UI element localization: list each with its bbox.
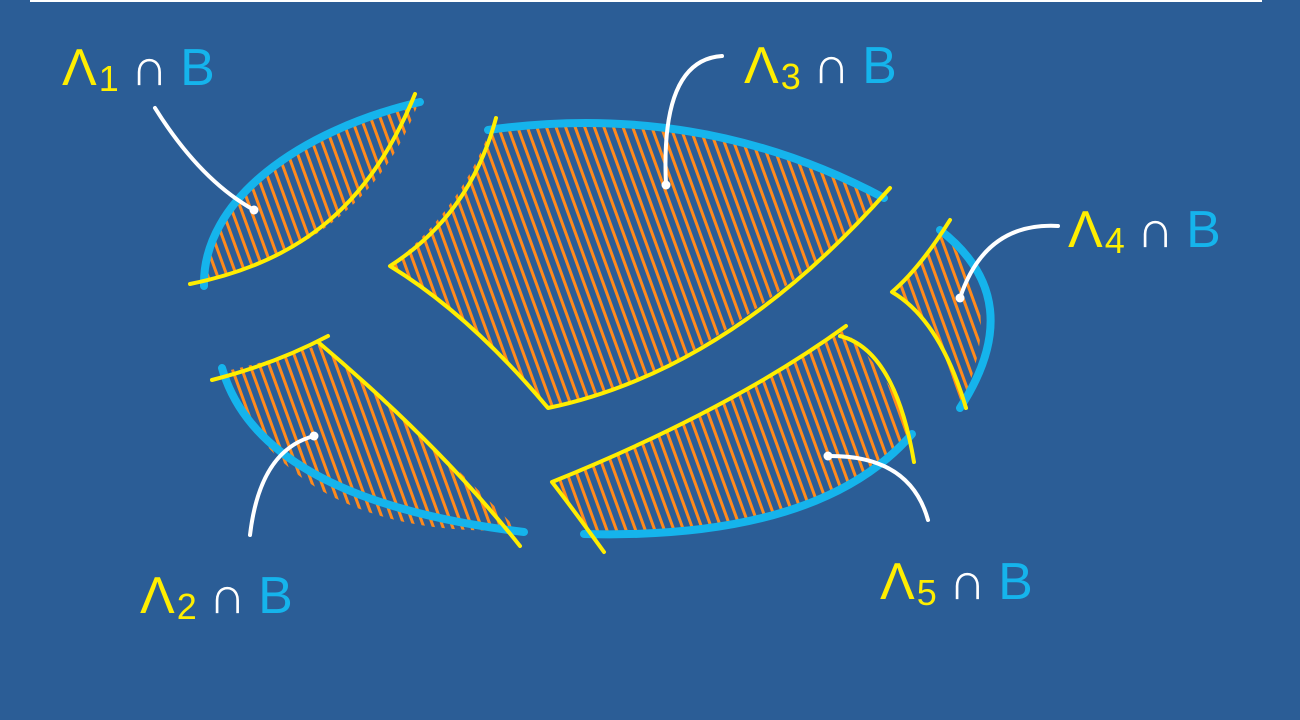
region-lambda3-cap-b bbox=[388, 116, 892, 410]
region-3-b-boundary bbox=[484, 118, 888, 202]
region-5-fill bbox=[556, 330, 912, 533]
label-3-symbol: Λ bbox=[744, 37, 781, 95]
region-4-b-boundary bbox=[936, 226, 995, 412]
label-4-intersection-op: ∩ bbox=[1136, 201, 1177, 259]
label-1-subscript: 1 bbox=[98, 58, 121, 99]
leader-dot-4 bbox=[955, 293, 965, 303]
label-2-subscript: 2 bbox=[176, 586, 199, 627]
label-5-set: B bbox=[998, 553, 1035, 611]
label-1-intersection-op: ∩ bbox=[130, 39, 171, 97]
region-4-partition-boundary bbox=[890, 218, 968, 410]
region-lambda2-cap-b bbox=[210, 334, 528, 548]
region-lambda1-cap-b bbox=[188, 92, 424, 290]
region-lambda5-cap-b bbox=[550, 324, 916, 554]
leader-dot-5 bbox=[823, 451, 833, 461]
label-1-symbol: Λ bbox=[62, 39, 99, 97]
label-lambda3-cap-b: Λ3∩B bbox=[744, 40, 899, 95]
leader-dot-3 bbox=[661, 180, 671, 190]
region-5-partition-boundary-right bbox=[838, 334, 916, 464]
label-lambda5-cap-b: Λ5∩B bbox=[880, 556, 1035, 611]
region-lambda4-cap-b bbox=[890, 218, 995, 412]
label-4-subscript: 4 bbox=[1104, 220, 1127, 261]
leader-dot-1 bbox=[249, 205, 259, 215]
label-5-symbol: Λ bbox=[880, 553, 917, 611]
label-lambda4-cap-b: Λ4∩B bbox=[1068, 204, 1223, 259]
region-2-b-boundary bbox=[218, 364, 528, 536]
leader-endpoints bbox=[249, 180, 965, 461]
region-3-fill bbox=[390, 122, 884, 408]
label-2-symbol: Λ bbox=[140, 567, 177, 625]
label-4-set: B bbox=[1186, 201, 1223, 259]
leader-line-5 bbox=[826, 453, 930, 522]
label-3-set: B bbox=[862, 37, 899, 95]
label-2-intersection-op: ∩ bbox=[208, 567, 249, 625]
region-1-fill bbox=[204, 104, 418, 282]
label-lambda2-cap-b: Λ2∩B bbox=[140, 570, 295, 625]
label-4-symbol: Λ bbox=[1068, 201, 1105, 259]
leader-line-4 bbox=[958, 223, 1060, 300]
region-2-partition-boundary-side bbox=[316, 340, 522, 548]
leader-dot-2 bbox=[309, 431, 319, 441]
region-3-partition-boundary bbox=[388, 116, 892, 410]
region-4-fill bbox=[894, 232, 981, 406]
label-lambda1-cap-b: Λ1∩B bbox=[62, 42, 217, 97]
leader-lines bbox=[153, 54, 1060, 537]
region-2-fill bbox=[222, 344, 518, 531]
label-5-subscript: 5 bbox=[916, 572, 939, 613]
label-3-intersection-op: ∩ bbox=[812, 37, 853, 95]
leader-line-1 bbox=[153, 106, 256, 212]
leader-line-3 bbox=[663, 54, 724, 187]
label-1-set: B bbox=[180, 39, 217, 97]
label-2-set: B bbox=[258, 567, 295, 625]
top-border-line bbox=[30, 0, 1262, 2]
label-5-intersection-op: ∩ bbox=[948, 553, 989, 611]
region-5-b-boundary bbox=[580, 430, 916, 539]
leader-line-2 bbox=[248, 434, 316, 537]
region-1-partition-boundary bbox=[188, 92, 417, 286]
region-1-b-boundary bbox=[199, 98, 424, 290]
label-3-subscript: 3 bbox=[780, 56, 803, 97]
region-5-partition-boundary bbox=[550, 324, 848, 554]
